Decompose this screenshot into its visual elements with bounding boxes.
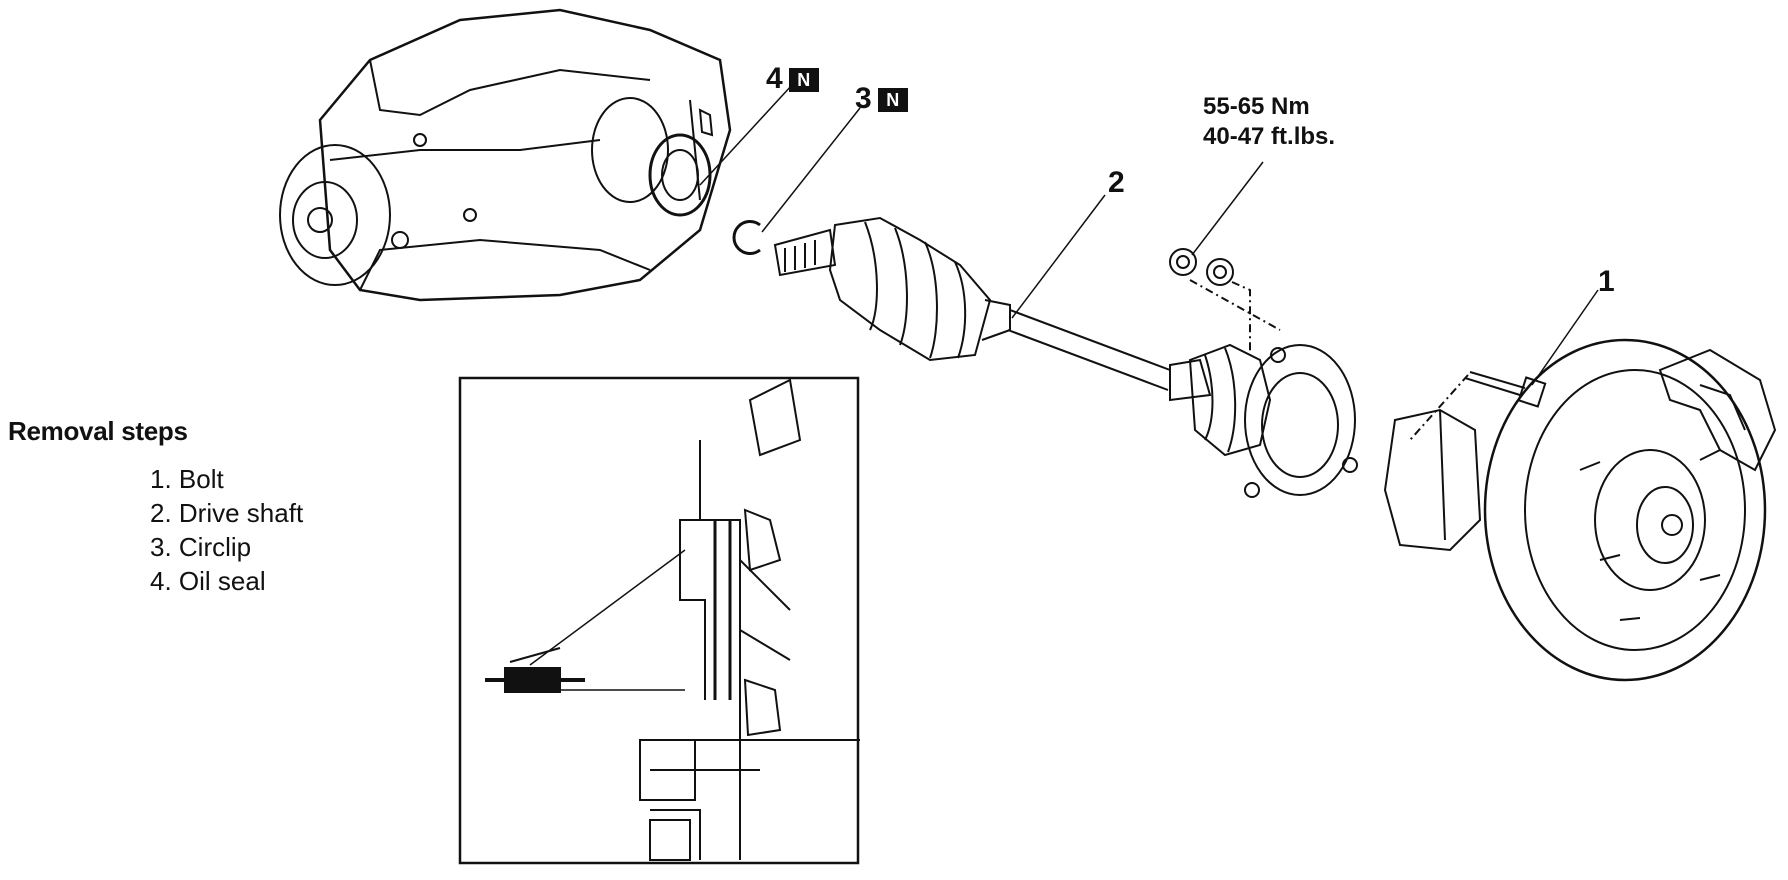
- nuts-drawing: [1170, 249, 1280, 355]
- torque-spec: 55-65 Nm 40-47 ft.lbs.: [1203, 92, 1335, 152]
- removal-steps-heading: Removal steps: [8, 416, 188, 446]
- hub-and-disc-drawing: [1385, 340, 1775, 680]
- step-item: 2. Drive shaft: [150, 498, 304, 528]
- new-part-badge-4: N: [788, 68, 819, 93]
- inset-detail: [460, 378, 860, 863]
- new-part-badge-3: N: [877, 88, 908, 113]
- step-item: 1. Bolt: [150, 464, 224, 494]
- step-item: 4. Oil seal: [150, 566, 266, 596]
- callout-4-number: 4: [766, 62, 783, 95]
- torque-ftlbs: 40-47 ft.lbs.: [1203, 123, 1336, 150]
- callout-2: 2: [1108, 166, 1125, 199]
- removal-steps-list: 1. Bolt 2. Drive shaft 3. Circlip 4. Oil…: [150, 462, 303, 598]
- step-item: 3. Circlip: [150, 532, 252, 562]
- callout-3-number: 3: [855, 82, 872, 115]
- leader-lines: [700, 85, 1598, 385]
- differential-housing: [280, 10, 730, 300]
- circlip-drawing: [734, 221, 760, 253]
- callout-1: 1: [1598, 265, 1615, 298]
- torque-nm: 55-65 Nm: [1203, 93, 1310, 120]
- drive-shaft-drawing: [775, 218, 1357, 497]
